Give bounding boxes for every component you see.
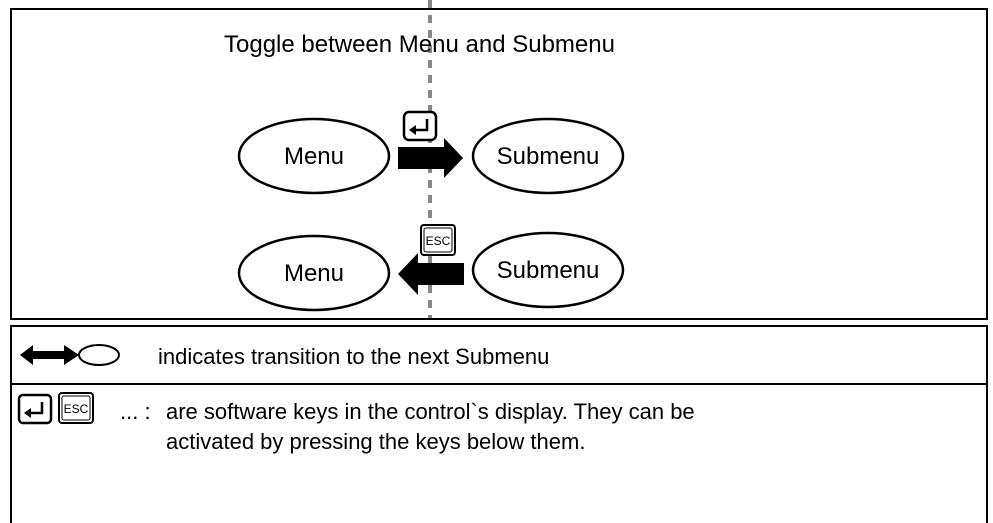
legend-softkeys-prefix: ... : bbox=[120, 399, 151, 424]
esc-key-icon: ESC bbox=[58, 392, 94, 424]
esc-key-label: ESC bbox=[426, 234, 451, 248]
legend-softkeys-line1: are software keys in the control`s displ… bbox=[166, 399, 695, 424]
menu-node-1-label: Menu bbox=[284, 143, 344, 170]
submenu-node-1-label: Submenu bbox=[497, 143, 600, 170]
menu-node-2 bbox=[237, 234, 391, 312]
submenu-node-2 bbox=[471, 231, 625, 309]
right-transition-arrow bbox=[398, 138, 463, 178]
submenu-node-1 bbox=[471, 117, 625, 195]
left-transition-arrow bbox=[398, 253, 464, 295]
legend-transition-row bbox=[10, 325, 988, 385]
diagram-title: Toggle between Menu and Submenu bbox=[224, 31, 615, 58]
submenu-node-2-label: Submenu bbox=[497, 257, 600, 284]
menu-node-2-label: Menu bbox=[284, 260, 344, 287]
enter-key-icon bbox=[402, 110, 438, 142]
transition-arrow-icon bbox=[20, 344, 120, 366]
legend-softkeys-line2: activated by pressing the keys below the… bbox=[166, 429, 586, 454]
menu-node-1 bbox=[237, 117, 391, 195]
esc-key-icon: ESC bbox=[420, 224, 456, 256]
esc-key-label: ESC bbox=[64, 402, 89, 416]
legend-softkeys-row bbox=[10, 383, 988, 523]
legend-transition-text: indicates transition to the next Submenu bbox=[158, 344, 550, 369]
enter-key-icon bbox=[17, 393, 53, 425]
